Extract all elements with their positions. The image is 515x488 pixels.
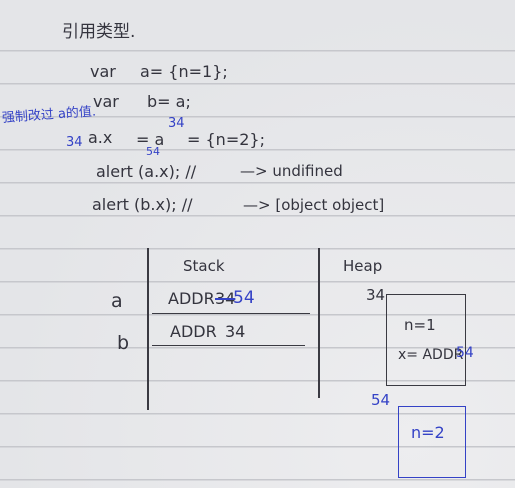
code-keyword-var-2: var xyxy=(93,92,119,111)
stack-a-new-addr: 54 xyxy=(233,288,255,308)
code-alert-b: alert (b.x); // xyxy=(92,195,193,214)
heap-54-field-n: n=2 xyxy=(411,423,445,442)
heap-object-34 xyxy=(386,294,466,386)
annotation-addr-34-sup: 34 xyxy=(168,116,185,131)
stack-row-b-underline xyxy=(152,345,305,347)
stack-a-prefix: ADDR xyxy=(168,289,215,308)
heap-addr-34: 34 xyxy=(366,286,386,304)
heap-34-field-x-ref: 54 xyxy=(456,345,474,361)
code-ax-lhs: a.x xyxy=(88,128,113,147)
stack-a-old-addr: 34 xyxy=(215,289,236,308)
heap-34-field-x: x= ADDR xyxy=(398,347,464,363)
stack-b-prefix: ADDR xyxy=(170,322,217,341)
page-title: 引用类型. xyxy=(62,22,136,42)
margin-note: 强制改过 a的值. xyxy=(1,104,97,126)
heap-34-field-n: n=1 xyxy=(404,316,436,334)
annotation-addr-34-left: 34 xyxy=(66,135,83,150)
code-assign-a: a= {n=1}; xyxy=(140,62,228,81)
annotation-addr-54: 54 xyxy=(146,145,160,158)
stack-b-addr: 34 xyxy=(225,322,246,341)
code-alert-b-result: —> [object object] xyxy=(243,196,385,214)
heap-object-54 xyxy=(398,406,466,478)
stack-divider-left xyxy=(147,248,149,410)
stack-label: Stack xyxy=(183,257,225,275)
code-keyword-var-1: var xyxy=(90,62,116,81)
code-ax-rhs: = {n=2}; xyxy=(187,130,265,149)
stack-row-a-underline xyxy=(152,313,310,315)
code-alert-a-result: —> undifined xyxy=(240,162,343,180)
stack-var-a: a xyxy=(111,290,123,312)
code-assign-b: b= a; xyxy=(147,92,191,111)
stack-var-b: b xyxy=(117,332,130,354)
code-alert-a: alert (a.x); // xyxy=(96,162,197,181)
stack-heap-divider xyxy=(318,248,320,398)
heap-addr-54: 54 xyxy=(371,391,391,409)
heap-label: Heap xyxy=(343,257,383,275)
code-ax-mid: = a xyxy=(136,130,165,149)
